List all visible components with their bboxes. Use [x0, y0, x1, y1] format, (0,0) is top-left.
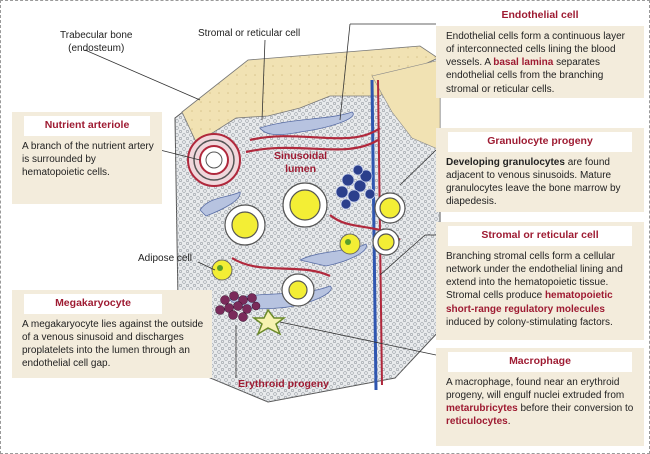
macrophage-box: Macrophage A macrophage, found near an e… — [436, 348, 644, 446]
adipose-cell-label: Adipose cell — [138, 253, 192, 264]
macrophage — [251, 308, 287, 336]
trabecular-bone — [181, 45, 441, 151]
stromal-cell-label: Stromal or reticular cell — [198, 28, 301, 39]
macrophage-title: Macrophage — [448, 352, 632, 372]
megakaryocyte — [211, 259, 233, 281]
granulocyte-progeny-box: Granulocyte progeny Developing granulocy… — [436, 128, 644, 212]
endothelial-cell-title: Endothelial cell — [436, 6, 644, 26]
erythroid-progeny-label: Erythroid progeny — [238, 378, 330, 390]
adipose-cells — [224, 182, 406, 307]
nutrient-arteriole-title: Nutrient arteriole — [24, 116, 150, 136]
megakaryocyte-box: Megakaryocyte A megakaryocyte lies again… — [12, 290, 212, 378]
granulocyte-progeny-title: Granulocyte progeny — [448, 132, 632, 152]
stromal-cell-box: Stromal or reticular cell Branching stro… — [436, 222, 644, 340]
nutrient-arteriole — [187, 133, 241, 187]
endothelial-cell-box: Endothelial cell Endothelial cells form … — [436, 6, 644, 98]
granulocyte-cluster — [335, 164, 376, 210]
nutrient-arteriole-box: Nutrient arteriole A branch of the nutri… — [12, 112, 162, 204]
stromal-cell-title: Stromal or reticular cell — [448, 226, 632, 246]
granulocyte-single — [339, 233, 361, 255]
sinusoid-walls — [231, 127, 401, 277]
megakaryocyte-text: A megakaryocyte lies against the outside… — [22, 318, 204, 370]
erythroid-cluster — [215, 291, 261, 322]
endothelial-cell-text: Endothelial cells form a continuous laye… — [446, 30, 625, 95]
nutrient-arteriole-text: A branch of the nutrient artery is surro… — [22, 140, 154, 179]
granulocyte-progeny-text: Developing granulocytes are found adjace… — [446, 156, 621, 208]
stromal-cell-text: Branching stromal cells form a cellular … — [446, 250, 623, 328]
megakaryocyte-title: Megakaryocyte — [24, 294, 162, 314]
trabecular-bone-label: Trabecular bone(endosteum) — [60, 30, 133, 54]
macrophage-text: A macrophage, found near an erythroid pr… — [446, 376, 634, 428]
